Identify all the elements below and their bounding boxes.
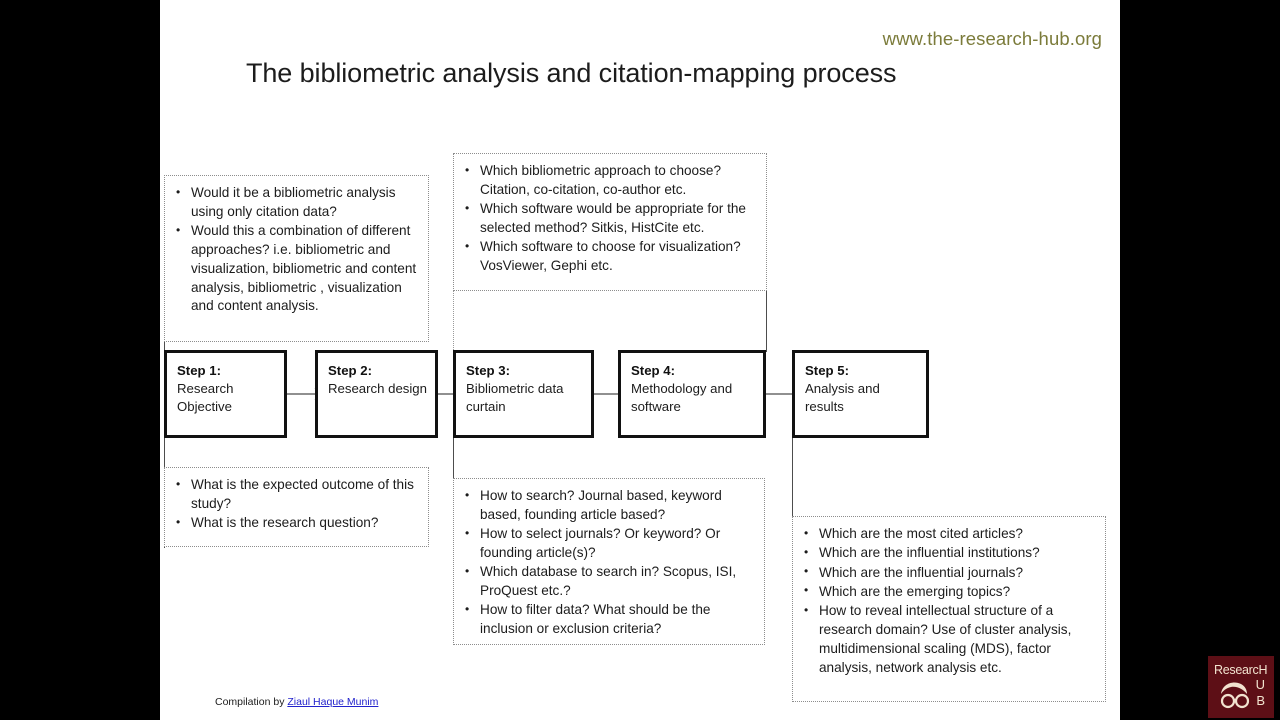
step-box-1[interactable]: Step 1: Research Objective	[164, 350, 287, 438]
step-box-2[interactable]: Step 2: Research design	[315, 350, 438, 438]
list-item: Which are the influential institutions?	[801, 544, 1095, 563]
list-item: Which software to choose for visualizati…	[462, 238, 756, 276]
note-list-bottom-middle: How to search? Journal based, keyword ba…	[462, 487, 754, 639]
note-box-top-left: Would it be a bibliometric analysis usin…	[164, 175, 429, 342]
list-item: Which are the emerging topics?	[801, 582, 1095, 602]
step-3-text: Bibliometric data curtain	[466, 380, 564, 414]
list-item: Would it be a bibliometric analysis usin…	[173, 184, 418, 222]
logo-letter-b: B	[1256, 693, 1265, 708]
step-1-title: Step 1:	[177, 363, 221, 378]
list-item: What is the research question?	[173, 514, 418, 533]
site-url-label: www.the-research-hub.org	[882, 28, 1102, 49]
list-item: How to filter data? What should be the i…	[462, 601, 754, 639]
note-list-top-middle: Which bibliometric approach to choose? C…	[462, 162, 756, 276]
step-2-text: Research design	[328, 380, 427, 396]
list-item: How to reveal intellectual structure of …	[801, 602, 1095, 677]
list-item: Which database to search in? Scopus, ISI…	[462, 563, 754, 601]
connector-step3-lower	[453, 438, 454, 480]
slide-canvas: www.the-research-hub.org The bibliometri…	[160, 0, 1120, 720]
list-item: Which are the most cited articles?	[801, 525, 1095, 544]
note-box-bottom-left: What is the expected outcome of this stu…	[164, 467, 429, 547]
step-1-text: Research Objective	[177, 380, 234, 414]
list-item: Which bibliometric approach to choose? C…	[462, 162, 756, 200]
note-list-top-left: Would it be a bibliometric analysis usin…	[173, 184, 418, 316]
note-box-bottom-middle: How to search? Journal based, keyword ba…	[453, 478, 765, 645]
note-list-bottom-left: What is the expected outcome of this stu…	[173, 476, 418, 533]
glasses-face-icon	[1220, 682, 1250, 709]
list-item: Would this a combination of different ap…	[173, 222, 418, 316]
page-title: The bibliometric analysis and citation-m…	[246, 58, 897, 88]
note-list-bottom-right: Which are the most cited articles? Which…	[801, 525, 1095, 678]
list-item: Which software would be appropriate for …	[462, 200, 756, 238]
logo-research-text: ResearcH	[1214, 663, 1268, 677]
list-item: What is the expected outcome of this stu…	[173, 476, 418, 514]
connector-step5-lower	[792, 438, 793, 516]
list-item: Which are the influential journals?	[801, 563, 1095, 583]
footer-prefix: Compilation by	[215, 696, 288, 708]
step-4-title: Step 4:	[631, 363, 675, 378]
logo-letter-u: U	[1255, 677, 1265, 692]
step-3-title: Step 3:	[466, 363, 510, 378]
note-box-bottom-right: Which are the most cited articles? Which…	[792, 516, 1106, 702]
step-box-4[interactable]: Step 4: Methodology and software	[618, 350, 766, 438]
research-hub-logo: ResearcH U B	[1208, 656, 1274, 718]
step-2-title: Step 2:	[328, 363, 372, 378]
list-item: How to select journals? Or keyword? Or f…	[462, 525, 754, 563]
step-4-text: Methodology and software	[631, 380, 733, 414]
author-link[interactable]: Ziaul Haque Munim	[287, 696, 379, 708]
step-5-text: Analysis and results	[805, 380, 880, 414]
connector-step3-upper	[453, 290, 454, 350]
footer-credit: Compilation by Ziaul Haque Munim	[215, 696, 378, 708]
note-box-top-middle: Which bibliometric approach to choose? C…	[453, 153, 767, 291]
list-item: How to search? Journal based, keyword ba…	[462, 487, 754, 525]
step-box-3[interactable]: Step 3: Bibliometric data curtain	[453, 350, 594, 438]
step-box-5[interactable]: Step 5: Analysis and results	[792, 350, 929, 438]
step-5-title: Step 5:	[805, 363, 849, 378]
